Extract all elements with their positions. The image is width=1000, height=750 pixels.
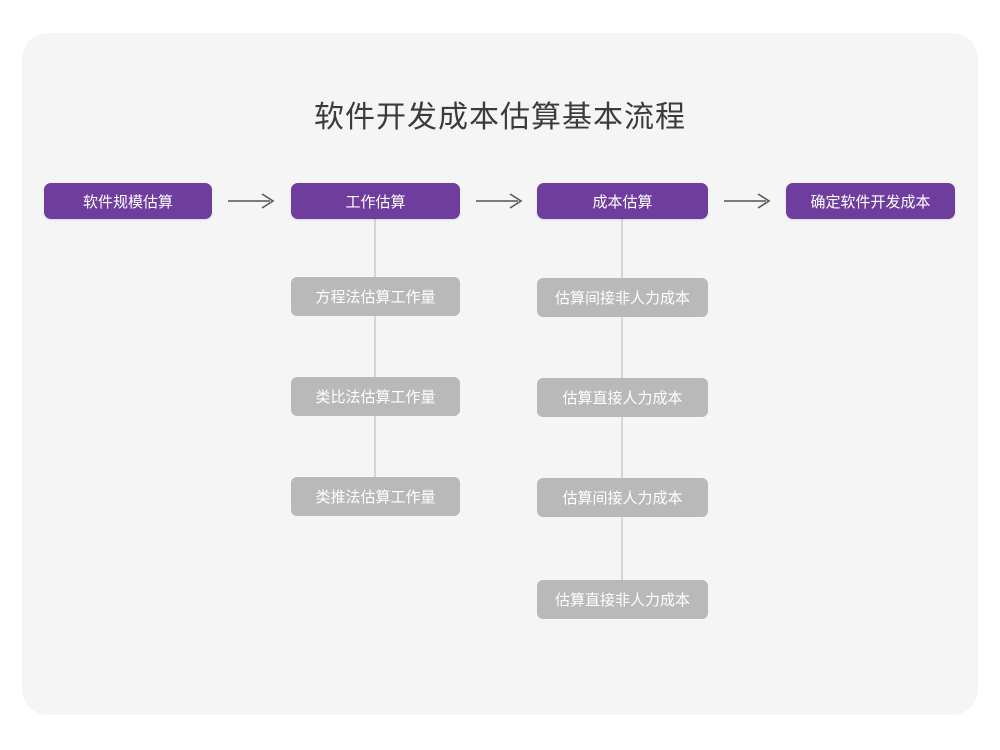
substep-node-analogy-method-effort[interactable]: 类比法估算工作量: [291, 377, 460, 416]
substep-node-label: 估算直接人力成本: [562, 390, 683, 407]
stage-node-effort-estimation[interactable]: 工作估算: [291, 183, 460, 219]
right-arrow-icon-2: [476, 192, 526, 212]
stage-node-label: 确定软件开发成本: [810, 193, 931, 211]
substep-node-indirect-labor-cost[interactable]: 估算间接人力成本: [537, 478, 708, 517]
stage-node-label: 成本估算: [592, 193, 653, 211]
stage-node-software-scale-estimation[interactable]: 软件规模估算: [44, 183, 212, 219]
substep-node-label: 估算间接非人力成本: [554, 290, 690, 307]
diagram-card-background: [22, 33, 978, 715]
substep-node-label: 估算间接人力成本: [562, 490, 683, 507]
substep-node-label: 方程法估算工作量: [315, 289, 436, 306]
connector-line-stage-2: [374, 218, 376, 478]
page-title: 软件开发成本估算基本流程: [314, 101, 686, 134]
substep-node-label: 类比法估算工作量: [315, 389, 436, 406]
substep-node-direct-nonlabor-cost[interactable]: 估算直接非人力成本: [537, 580, 708, 619]
substep-node-equation-method-effort[interactable]: 方程法估算工作量: [291, 277, 460, 316]
stage-node-label: 软件规模估算: [82, 193, 173, 211]
substep-node-label: 估算直接非人力成本: [554, 592, 690, 609]
right-arrow-icon-1: [228, 192, 278, 212]
substep-node-label: 类推法估算工作量: [315, 489, 436, 506]
stage-node-cost-estimation[interactable]: 成本估算: [537, 183, 708, 219]
substep-node-inference-method-effort[interactable]: 类推法估算工作量: [291, 477, 460, 516]
substep-node-direct-labor-cost[interactable]: 估算直接人力成本: [537, 378, 708, 417]
stage-node-label: 工作估算: [345, 193, 406, 211]
stage-node-final-development-cost[interactable]: 确定软件开发成本: [786, 183, 955, 219]
substep-node-indirect-nonlabor-cost[interactable]: 估算间接非人力成本: [537, 278, 708, 317]
right-arrow-icon-3: [724, 192, 774, 212]
